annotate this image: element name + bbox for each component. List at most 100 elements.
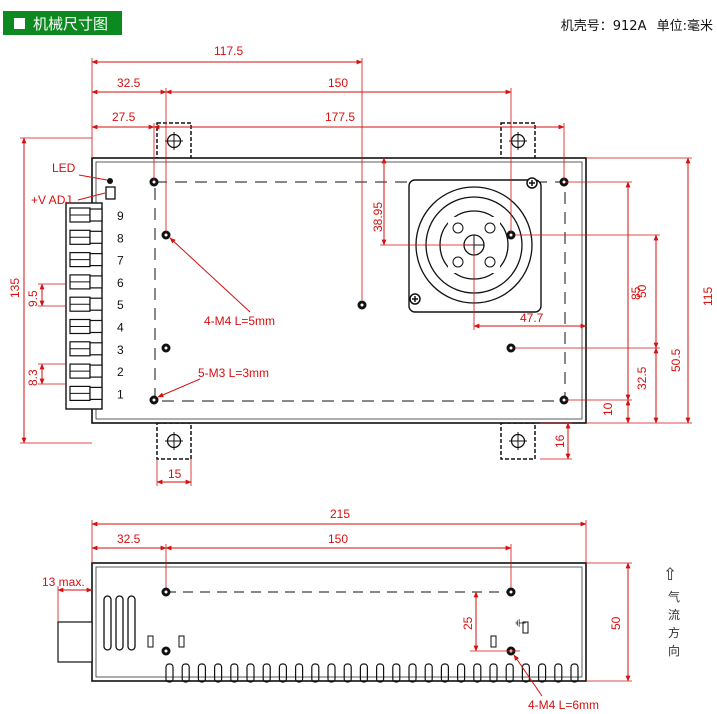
mounting-tab [500,422,536,460]
side-vent-slots [103,595,136,651]
unit-label: 单位:毫米 [656,19,713,34]
airflow-char: 方 [668,625,680,640]
side-m4-hole-icon [161,646,171,656]
m4-hole-icon [161,343,171,353]
side-bottom-vents [165,663,579,683]
ground-symbol: ⏚ [513,617,527,629]
side-m4-hole-icon [506,587,516,597]
m3-callout: 5-M3 L=3mm [198,366,269,380]
mounting-tab [500,122,536,160]
dim-85: 85 [629,286,643,300]
terminal-number: 4 [117,321,124,335]
title-badge: 机械尺寸图 [3,11,122,35]
dim-177-5: 177.5 [325,110,355,124]
fan-screw-icon [409,293,421,305]
airflow-char: 向 [668,643,680,658]
bottom-vent-slot [214,663,223,683]
terminal-number: 2 [117,365,124,379]
side-m4-hole-icon [161,587,171,597]
m4-hole-icon [506,343,516,353]
bottom-vent-slot [473,663,482,683]
airflow-char: 气 [668,589,680,604]
airflow-arrow-icon: ⇧ [663,565,677,585]
bottom-vent-slot [457,663,466,683]
fan-icon [408,179,542,313]
bottom-vent-slot [327,663,336,683]
pcb-outline [154,181,566,402]
vent-slot [115,595,124,651]
bottom-vent-slot [278,663,287,683]
bottom-vent-slot [424,663,433,683]
m4-callout: 4-M4 L=5mm [204,314,275,328]
bottom-vent-slot [246,663,255,683]
dim-8-3: 8.3 [26,369,40,386]
terminal-block [65,202,103,410]
dim-50: 50 [635,284,649,298]
bottom-vent-slot [197,663,206,683]
airflow-indicator: ⇧ 气 流 方 向 [663,565,680,658]
bottom-vent-slot [570,663,579,683]
side-view: ⏚ 215 32.5 150 13 max. 25 50 4-M4 L=6mm [42,507,632,712]
dim-27-5: 27.5 [112,110,136,124]
bottom-vent-slot [181,663,190,683]
drawing-title: 机械尺寸图 [33,14,109,33]
airflow-char: 流 [668,608,680,622]
bottom-vent-slot [537,663,547,683]
case-label: 机壳号：912A [560,19,647,34]
dim-135: 135 [8,278,22,298]
bottom-vent-slot [295,663,304,683]
bottom-vent-slot [505,663,514,683]
side-dim-13max: 13 max. [42,575,85,589]
dim-15: 15 [168,467,182,481]
bottom-vent-slot [262,663,271,683]
bottom-vent-slot [311,663,320,683]
vent-slot [127,595,136,651]
dim-9-5: 9.5 [26,290,40,307]
terminal-number: 7 [117,254,124,268]
side-dim-32-5: 32.5 [117,532,141,546]
bottom-vent-slot [343,663,352,683]
side-case-outline [91,562,587,682]
terminal-profile [57,621,93,663]
terminal-number: 9 [117,209,124,223]
dim-150: 150 [328,76,348,90]
dim-32-5-right: 32.5 [635,366,649,390]
dim-117-5: 117.5 [214,44,243,58]
bottom-vent-slot [392,663,401,683]
side-m4-callout: 4-M4 L=6mm [528,698,599,712]
terminal-number: 5 [117,298,124,312]
dim-50-5: 50.5 [669,348,683,372]
bottom-vent-slot [440,663,449,683]
mounting-tab [156,422,192,460]
vent-slot [103,595,112,651]
bottom-vent-slot [554,663,563,683]
terminal-number: 8 [117,231,124,245]
bottom-vent-slot [489,663,498,683]
m3-hole-icon [357,300,367,310]
square-icon [14,17,25,29]
bottom-vent-slot [359,663,368,683]
bottom-vent-slot [230,663,239,683]
terminal-number: 3 [117,343,124,357]
bottom-vent-slot [376,663,385,683]
side-dim-50: 50 [609,616,623,630]
m3-hole-icon [149,395,159,405]
vadj-label: +V ADJ. [31,193,75,207]
mounting-tab [156,122,192,160]
dim-10: 10 [601,402,615,416]
bottom-vent-slot [165,663,174,683]
bottom-vent-slot [521,663,531,683]
dim-16: 16 [553,434,567,448]
drawing-meta: 机壳号：912A 单位:毫米 [555,15,713,34]
bottom-vent-slot [408,663,417,683]
led-icon [107,178,113,184]
led-label: LED [52,161,76,175]
dim-47-7: 47.7 [520,311,544,325]
dim-115: 115 [701,287,715,306]
terminal-number: 6 [117,276,124,290]
vadj-potentiometer-icon [105,186,116,200]
side-dim-150: 150 [328,532,348,546]
side-dim-215: 215 [330,507,350,521]
